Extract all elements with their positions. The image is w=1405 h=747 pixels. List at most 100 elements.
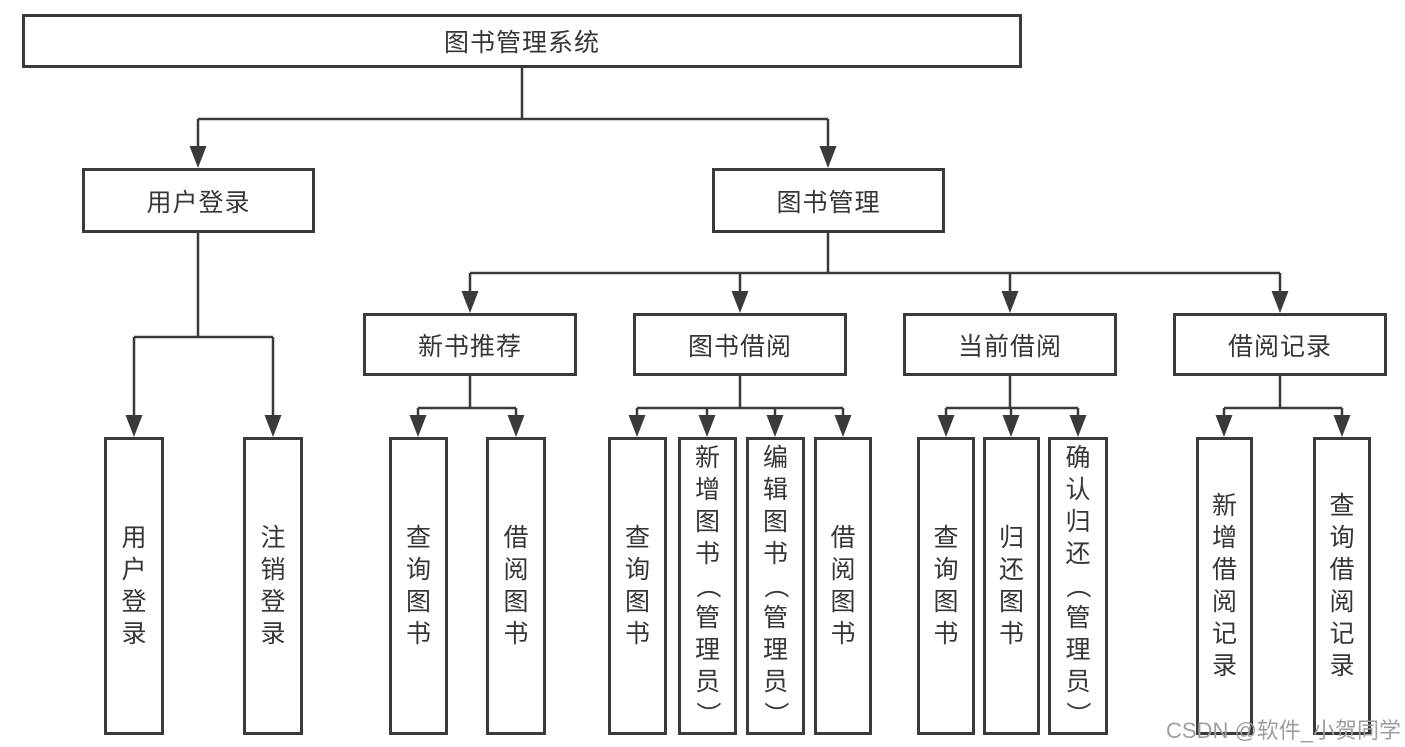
- leaf-label-char: 借: [1211, 556, 1237, 584]
- leaf-return-book: 归还图书: [983, 437, 1040, 735]
- leaf-label-char: 管: [762, 604, 788, 632]
- leaf-label-char: 还: [1065, 540, 1091, 568]
- leaf-label-char: 书: [405, 620, 431, 648]
- leaf-label-char: 查: [1329, 492, 1355, 520]
- leaf-label-char: 记: [1329, 620, 1355, 648]
- leaf-label-char: 查: [405, 524, 431, 552]
- leaf-label-char: 管: [1065, 604, 1091, 632]
- leaf-edit-book-admin: 编辑图书（管理员）: [746, 437, 805, 735]
- leaf-label-char: 增: [1211, 524, 1237, 552]
- leaf-label-char: 编: [762, 444, 788, 472]
- leaf-label-char: 还: [998, 556, 1024, 584]
- leaf-label-char: 认: [1065, 476, 1091, 504]
- leaf-label-char: 新: [1211, 492, 1237, 520]
- leaf-label-char: 增: [694, 476, 720, 504]
- node-label: 图书管理系统: [443, 29, 600, 57]
- node-label: 用户登录: [146, 188, 251, 217]
- node-label: 借阅记录: [1227, 332, 1332, 361]
- leaf-label-char: 员: [762, 668, 788, 696]
- watermark-text: CSDN @软件_小贺同学: [1166, 718, 1402, 743]
- leaf-label-char: ）: [693, 701, 722, 727]
- node-library-management-system: 图书管理系统: [22, 14, 1022, 68]
- leaf-label-char: 阅: [830, 556, 856, 584]
- node-label: 当前借阅: [957, 332, 1062, 361]
- leaf-label-char: 借: [503, 524, 529, 552]
- leaf-label-char: 阅: [1329, 588, 1355, 616]
- leaf-label-char: 员: [1065, 668, 1091, 696]
- leaf-label-char: 录: [121, 620, 147, 648]
- leaf-label-char: 归: [1065, 508, 1091, 536]
- leaf-add-borrow-record: 新增借阅记录: [1196, 437, 1253, 735]
- leaf-label-char: 辑: [762, 476, 788, 504]
- leaf-label-char: 询: [624, 556, 650, 584]
- leaf-label-char: 登: [260, 588, 286, 616]
- node-label: 图书借阅: [687, 332, 792, 361]
- node-book-borrow: 图书借阅: [633, 313, 847, 376]
- leaf-label-char: 归: [998, 524, 1024, 552]
- leaf-label-char: ）: [761, 701, 790, 727]
- leaf-label-char: （: [693, 573, 722, 599]
- leaf-label-char: 书: [503, 620, 529, 648]
- leaf-label-char: 书: [830, 620, 856, 648]
- leaf-label-char: 阅: [1211, 588, 1237, 616]
- leaf-label-char: 书: [762, 540, 788, 568]
- leaf-label-char: 用: [121, 524, 147, 552]
- leaf-label-char: 图: [762, 508, 788, 536]
- leaf-label-char: 登: [121, 588, 147, 616]
- leaf-label-char: 询: [933, 556, 959, 584]
- leaf-label-char: 查: [933, 524, 959, 552]
- leaf-label-char: 询: [405, 556, 431, 584]
- leaf-label-char: 图: [933, 588, 959, 616]
- node-book-management: 图书管理: [712, 168, 945, 233]
- leaf-label-char: 图: [830, 588, 856, 616]
- leaf-label-char: 图: [998, 588, 1024, 616]
- leaf-label-char: 图: [405, 588, 431, 616]
- leaf-label-char: 员: [694, 668, 720, 696]
- leaf-label-char: 理: [762, 636, 788, 664]
- leaf-label-char: 书: [694, 540, 720, 568]
- node-user-login: 用户登录: [82, 168, 315, 233]
- leaf-add-book-admin: 新增图书 （ 管理员 ）: [678, 437, 737, 735]
- leaf-user-login: 用户登录: [104, 437, 164, 735]
- leaf-query-books-recommend: 查询图书: [389, 437, 448, 735]
- node-borrow-records: 借阅记录: [1173, 313, 1387, 376]
- leaf-label-char: 销: [260, 556, 286, 584]
- leaf-label-char: 理: [1065, 636, 1091, 664]
- leaf-label-char: 户: [121, 556, 147, 584]
- node-label: 图书管理: [776, 188, 881, 217]
- leaf-label-char: 注: [260, 524, 286, 552]
- leaf-logout: 注销登录: [243, 437, 303, 735]
- leaf-label-char: 录: [1211, 652, 1237, 680]
- node-label: 新书推荐: [417, 332, 522, 361]
- leaf-borrow-books-recommend: 借阅图书: [486, 437, 546, 735]
- leaf-label-char: 确: [1065, 444, 1091, 472]
- leaf-label-char: 图: [624, 588, 650, 616]
- leaf-label-char: 记: [1211, 620, 1237, 648]
- leaf-label-char: 查: [624, 524, 650, 552]
- leaf-label-char: 录: [1329, 652, 1355, 680]
- leaf-label-char: 图: [503, 588, 529, 616]
- leaf-label-char: 书: [933, 620, 959, 648]
- leaf-label-char: 理: [694, 636, 720, 664]
- leaf-label-char: 录: [260, 620, 286, 648]
- leaf-label-char: 借: [1329, 556, 1355, 584]
- leaf-label-char: 管: [694, 604, 720, 632]
- leaf-label-char: 阅: [503, 556, 529, 584]
- leaf-label-char: 新: [694, 444, 720, 472]
- leaf-query-books-current: 查询图书: [917, 437, 975, 735]
- leaf-label-char: ）: [1063, 701, 1092, 727]
- leaf-label-char: 询: [1329, 524, 1355, 552]
- node-new-book-recommend: 新书推荐: [363, 313, 577, 376]
- leaf-label-char: 图: [694, 508, 720, 536]
- node-current-borrow: 当前借阅: [903, 313, 1117, 376]
- leaf-label-char: （: [1063, 573, 1092, 599]
- leaf-label-char: 书: [998, 620, 1024, 648]
- leaf-borrow-books: 借阅图书: [814, 437, 872, 735]
- leaf-query-books-borrow: 查询图书: [608, 437, 667, 735]
- leaf-query-borrow-record: 查询借阅记录: [1313, 437, 1371, 735]
- leaf-label-char: 借: [830, 524, 856, 552]
- leaf-confirm-return-admin: 确认归还 （ 管理员 ）: [1048, 437, 1108, 735]
- leaf-label-char: 书: [624, 620, 650, 648]
